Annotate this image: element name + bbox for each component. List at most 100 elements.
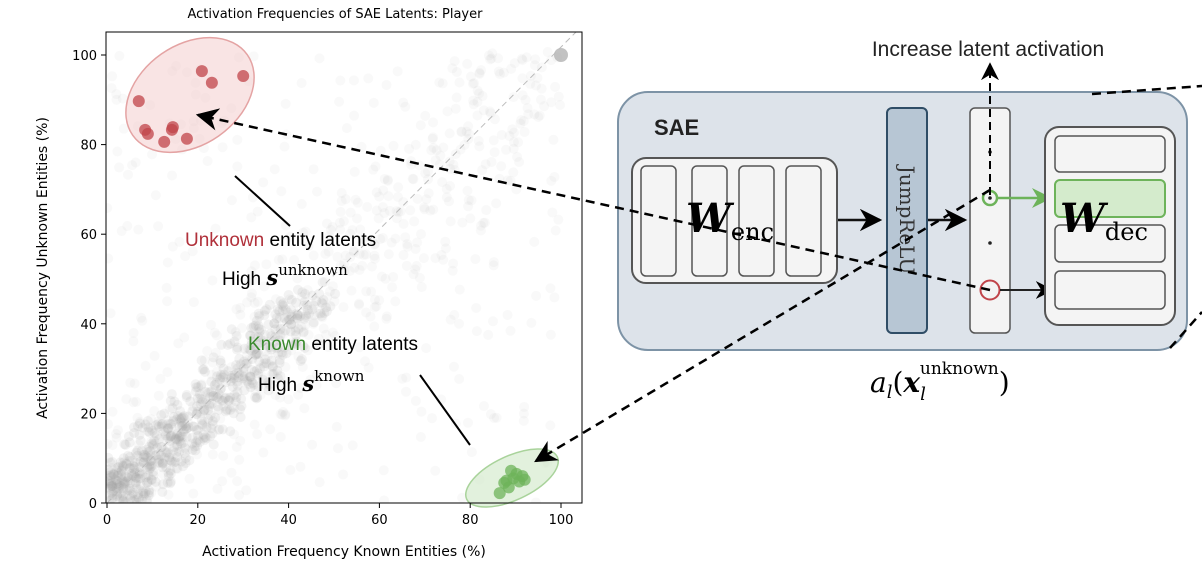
background-point [165, 449, 176, 460]
background-point [106, 457, 116, 468]
background-point [375, 234, 386, 245]
background-point [106, 308, 116, 319]
background-point [132, 450, 143, 461]
background-point [366, 286, 377, 297]
background-point [181, 423, 192, 434]
background-point [366, 261, 377, 272]
background-point [134, 462, 145, 473]
background-point [481, 205, 492, 216]
background-point [106, 467, 116, 478]
background-point [302, 345, 313, 356]
background-point [111, 94, 122, 105]
background-point [153, 416, 164, 427]
background-point [112, 476, 123, 487]
background-point [421, 194, 432, 205]
background-point [117, 460, 128, 471]
background-point [106, 465, 114, 476]
background-point [235, 309, 246, 320]
background-point [269, 336, 280, 347]
background-point [533, 111, 544, 122]
background-point [163, 423, 174, 434]
background-point [166, 419, 177, 430]
background-point [531, 290, 542, 301]
background-point [440, 243, 451, 254]
background-point [154, 434, 165, 445]
background-point [416, 229, 427, 240]
background-point [334, 96, 345, 107]
background-point [407, 173, 418, 184]
background-point [283, 290, 294, 301]
background-point [152, 457, 163, 468]
unknown-latent-point [165, 123, 178, 136]
background-point [114, 461, 125, 472]
background-point [143, 470, 154, 481]
background-point [113, 482, 124, 493]
background-point [339, 258, 350, 269]
background-point [130, 479, 141, 490]
background-point [324, 231, 335, 242]
background-point [430, 465, 441, 476]
background-point [167, 170, 178, 181]
background-point [474, 67, 485, 78]
background-point [285, 464, 296, 475]
background-point [380, 273, 391, 284]
background-point [517, 73, 528, 84]
background-point [106, 470, 114, 481]
unknown-latent-point [180, 132, 193, 145]
background-point [401, 372, 412, 383]
background-point [106, 480, 117, 491]
background-point [474, 141, 485, 152]
background-point [163, 468, 174, 479]
background-point [214, 424, 225, 435]
background-point [291, 308, 302, 319]
background-point [203, 413, 214, 424]
background-point [274, 357, 285, 368]
background-point [229, 336, 240, 347]
background-point [212, 371, 223, 382]
background-point [247, 377, 258, 388]
background-point [467, 78, 478, 89]
background-point [238, 356, 249, 367]
background-point [145, 463, 156, 474]
background-point [418, 253, 429, 264]
background-point [202, 345, 213, 356]
background-point [119, 477, 130, 488]
background-point [233, 368, 244, 379]
background-point [112, 425, 123, 436]
background-point [239, 371, 250, 382]
background-point [232, 380, 243, 391]
background-point [233, 372, 244, 383]
background-point [435, 150, 446, 161]
background-point [477, 91, 488, 102]
background-point [253, 320, 264, 331]
background-point [153, 419, 164, 430]
background-point [153, 448, 164, 459]
background-point [258, 447, 269, 458]
background-point [299, 403, 310, 414]
background-point [425, 205, 436, 216]
diagonal-reference-line [106, 32, 577, 503]
background-point [226, 195, 237, 206]
background-point [257, 371, 268, 382]
background-point [166, 456, 177, 467]
background-point [517, 55, 528, 66]
background-point [168, 412, 179, 423]
background-point [321, 302, 332, 313]
background-point [455, 144, 466, 155]
background-point [260, 346, 271, 357]
background-point [216, 339, 227, 350]
background-point [518, 408, 529, 419]
background-point [129, 461, 140, 472]
background-point [192, 393, 203, 404]
background-point [228, 408, 239, 419]
background-point [486, 53, 497, 64]
background-point [253, 308, 264, 319]
background-point [219, 369, 230, 380]
background-point [161, 282, 172, 293]
background-point [276, 186, 287, 197]
background-point [244, 378, 255, 389]
background-point [262, 350, 273, 361]
background-point [486, 157, 497, 168]
background-point [221, 404, 232, 415]
background-point [139, 488, 150, 499]
